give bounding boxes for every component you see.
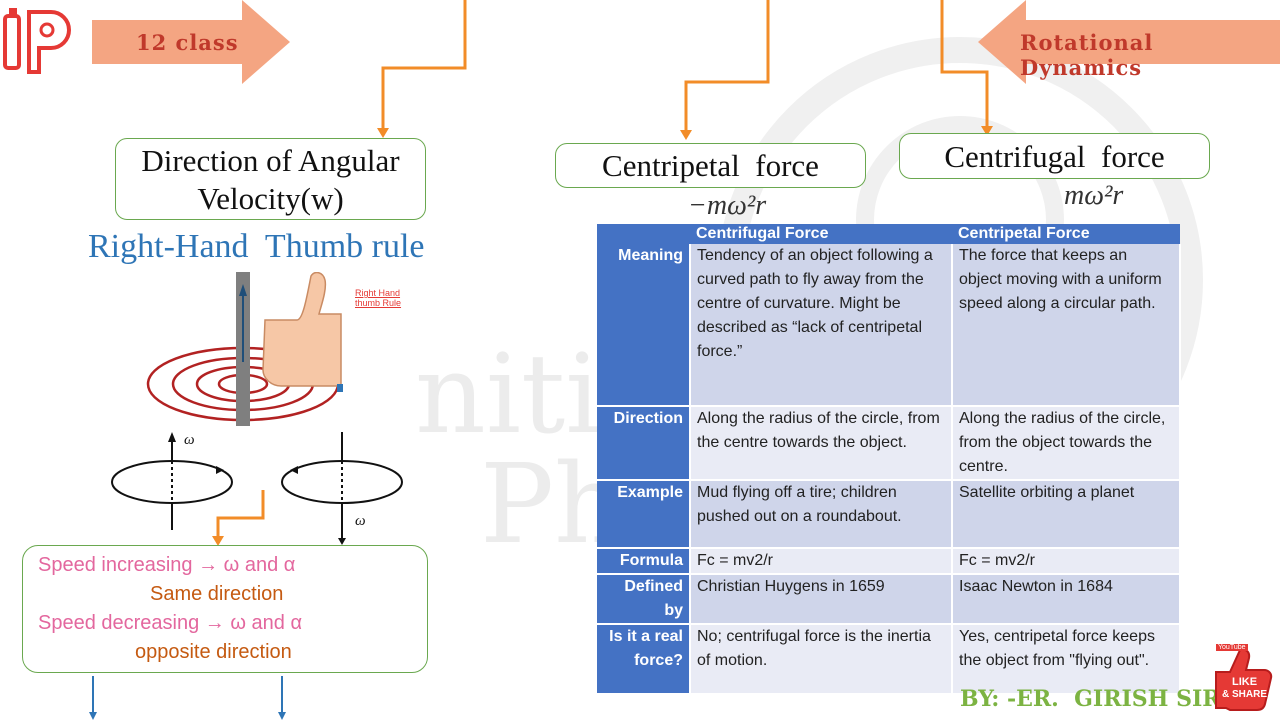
table-header-cell: Centrifugal Force bbox=[690, 224, 952, 244]
table-header-row: Centrifugal Force Centripetal Force bbox=[597, 224, 1180, 244]
author-credit: BY: -ER. GIRISH SIR bbox=[960, 686, 1221, 712]
badge-like-text: LIKE bbox=[1232, 676, 1258, 688]
table-header-cell: Centripetal Force bbox=[952, 224, 1180, 244]
topic-label: Rotational Dynamics bbox=[1020, 30, 1154, 80]
class-label: 12 class bbox=[136, 30, 239, 55]
table-cell: Satellite orbiting a planet bbox=[952, 480, 1181, 549]
opposite-direction-text: opposite direction bbox=[135, 641, 292, 663]
speed-increasing-text: Speed increasing → ω and α bbox=[38, 554, 296, 576]
table-row: Formula Fc = mv2/r Fc = mv2/r bbox=[597, 548, 1181, 575]
badge-top-text: YouTube bbox=[1216, 644, 1248, 651]
row-label: Is it a real force? bbox=[597, 624, 691, 695]
thumb-rule-image-label: Right Hand thumb Rule bbox=[355, 288, 402, 308]
omega-label-down: ω bbox=[355, 513, 366, 529]
omega-direction-diagram bbox=[111, 432, 403, 545]
angular-velocity-title-box: Direction of Angular Velocity(w) bbox=[115, 138, 426, 220]
speed-decreasing-text: Speed decreasing → ω and α bbox=[38, 612, 303, 634]
table-cell: Along the radius of the circle, from the… bbox=[952, 406, 1181, 481]
centripetal-title: Centripetal force bbox=[602, 148, 819, 183]
table-row: Defined by Christian Huygens in 1659 Isa… bbox=[597, 574, 1181, 625]
table-cell: No; centrifugal force is the inertia of … bbox=[690, 624, 953, 695]
force-comparison-table: Centrifugal Force Centripetal Force Mean… bbox=[597, 224, 1181, 695]
centripetal-title-box: Centripetal force bbox=[555, 143, 866, 188]
table-row: Is it a real force? No; centrifugal forc… bbox=[597, 624, 1181, 695]
thumb-rule-illustration bbox=[146, 272, 343, 426]
table-cell: Yes, centripetal force keeps the object … bbox=[952, 624, 1181, 695]
thumb-rule-heading: Right-Hand Thumb rule bbox=[88, 228, 425, 265]
table-cell: The force that keeps an object moving wi… bbox=[952, 244, 1181, 407]
row-label: Direction bbox=[597, 406, 691, 481]
class-arrow-shape bbox=[92, 0, 290, 84]
row-label: Defined by bbox=[597, 574, 691, 625]
table-row: Meaning Tendency of an object following … bbox=[597, 244, 1181, 407]
omega-label-up: ω bbox=[184, 432, 195, 448]
row-label: Formula bbox=[597, 548, 691, 575]
same-direction-text: Same direction bbox=[150, 583, 284, 605]
table-row: Direction Along the radius of the circle… bbox=[597, 406, 1181, 481]
badge-share-text: & SHARE bbox=[1222, 689, 1268, 700]
topic-arrow-shape bbox=[978, 0, 1280, 84]
table-cell: Tendency of an object following a curved… bbox=[690, 244, 953, 407]
table-cell: Fc = mv2/r bbox=[952, 548, 1181, 575]
centrifugal-formula: mω²r⃗ bbox=[1064, 180, 1146, 211]
centrifugal-title: Centrifugal force bbox=[944, 139, 1165, 174]
table-cell: Fc = mv2/r bbox=[690, 548, 953, 575]
like-share-badge[interactable]: YouTube LIKE & SHARE bbox=[1208, 642, 1274, 712]
table-header-cell bbox=[597, 224, 690, 244]
table-row: Example Mud flying off a tire; children … bbox=[597, 480, 1181, 549]
table-cell: Christian Huygens in 1659 bbox=[690, 574, 953, 625]
angular-velocity-title: Direction of Angular Velocity(w) bbox=[141, 143, 400, 216]
logo-icon bbox=[3, 8, 71, 74]
speed-note-box: Speed increasing → ω and α Same directio… bbox=[22, 545, 428, 673]
table-cell: Along the radius of the circle, from the… bbox=[690, 406, 953, 481]
table-cell: Mud flying off a tire; children pushed o… bbox=[690, 480, 953, 549]
row-label: Example bbox=[597, 480, 691, 549]
table-cell: Isaac Newton in 1684 bbox=[952, 574, 1181, 625]
row-label: Meaning bbox=[597, 244, 691, 407]
centrifugal-title-box: Centrifugal force bbox=[899, 133, 1210, 179]
centripetal-formula: −mω²r⃗ bbox=[688, 190, 788, 221]
